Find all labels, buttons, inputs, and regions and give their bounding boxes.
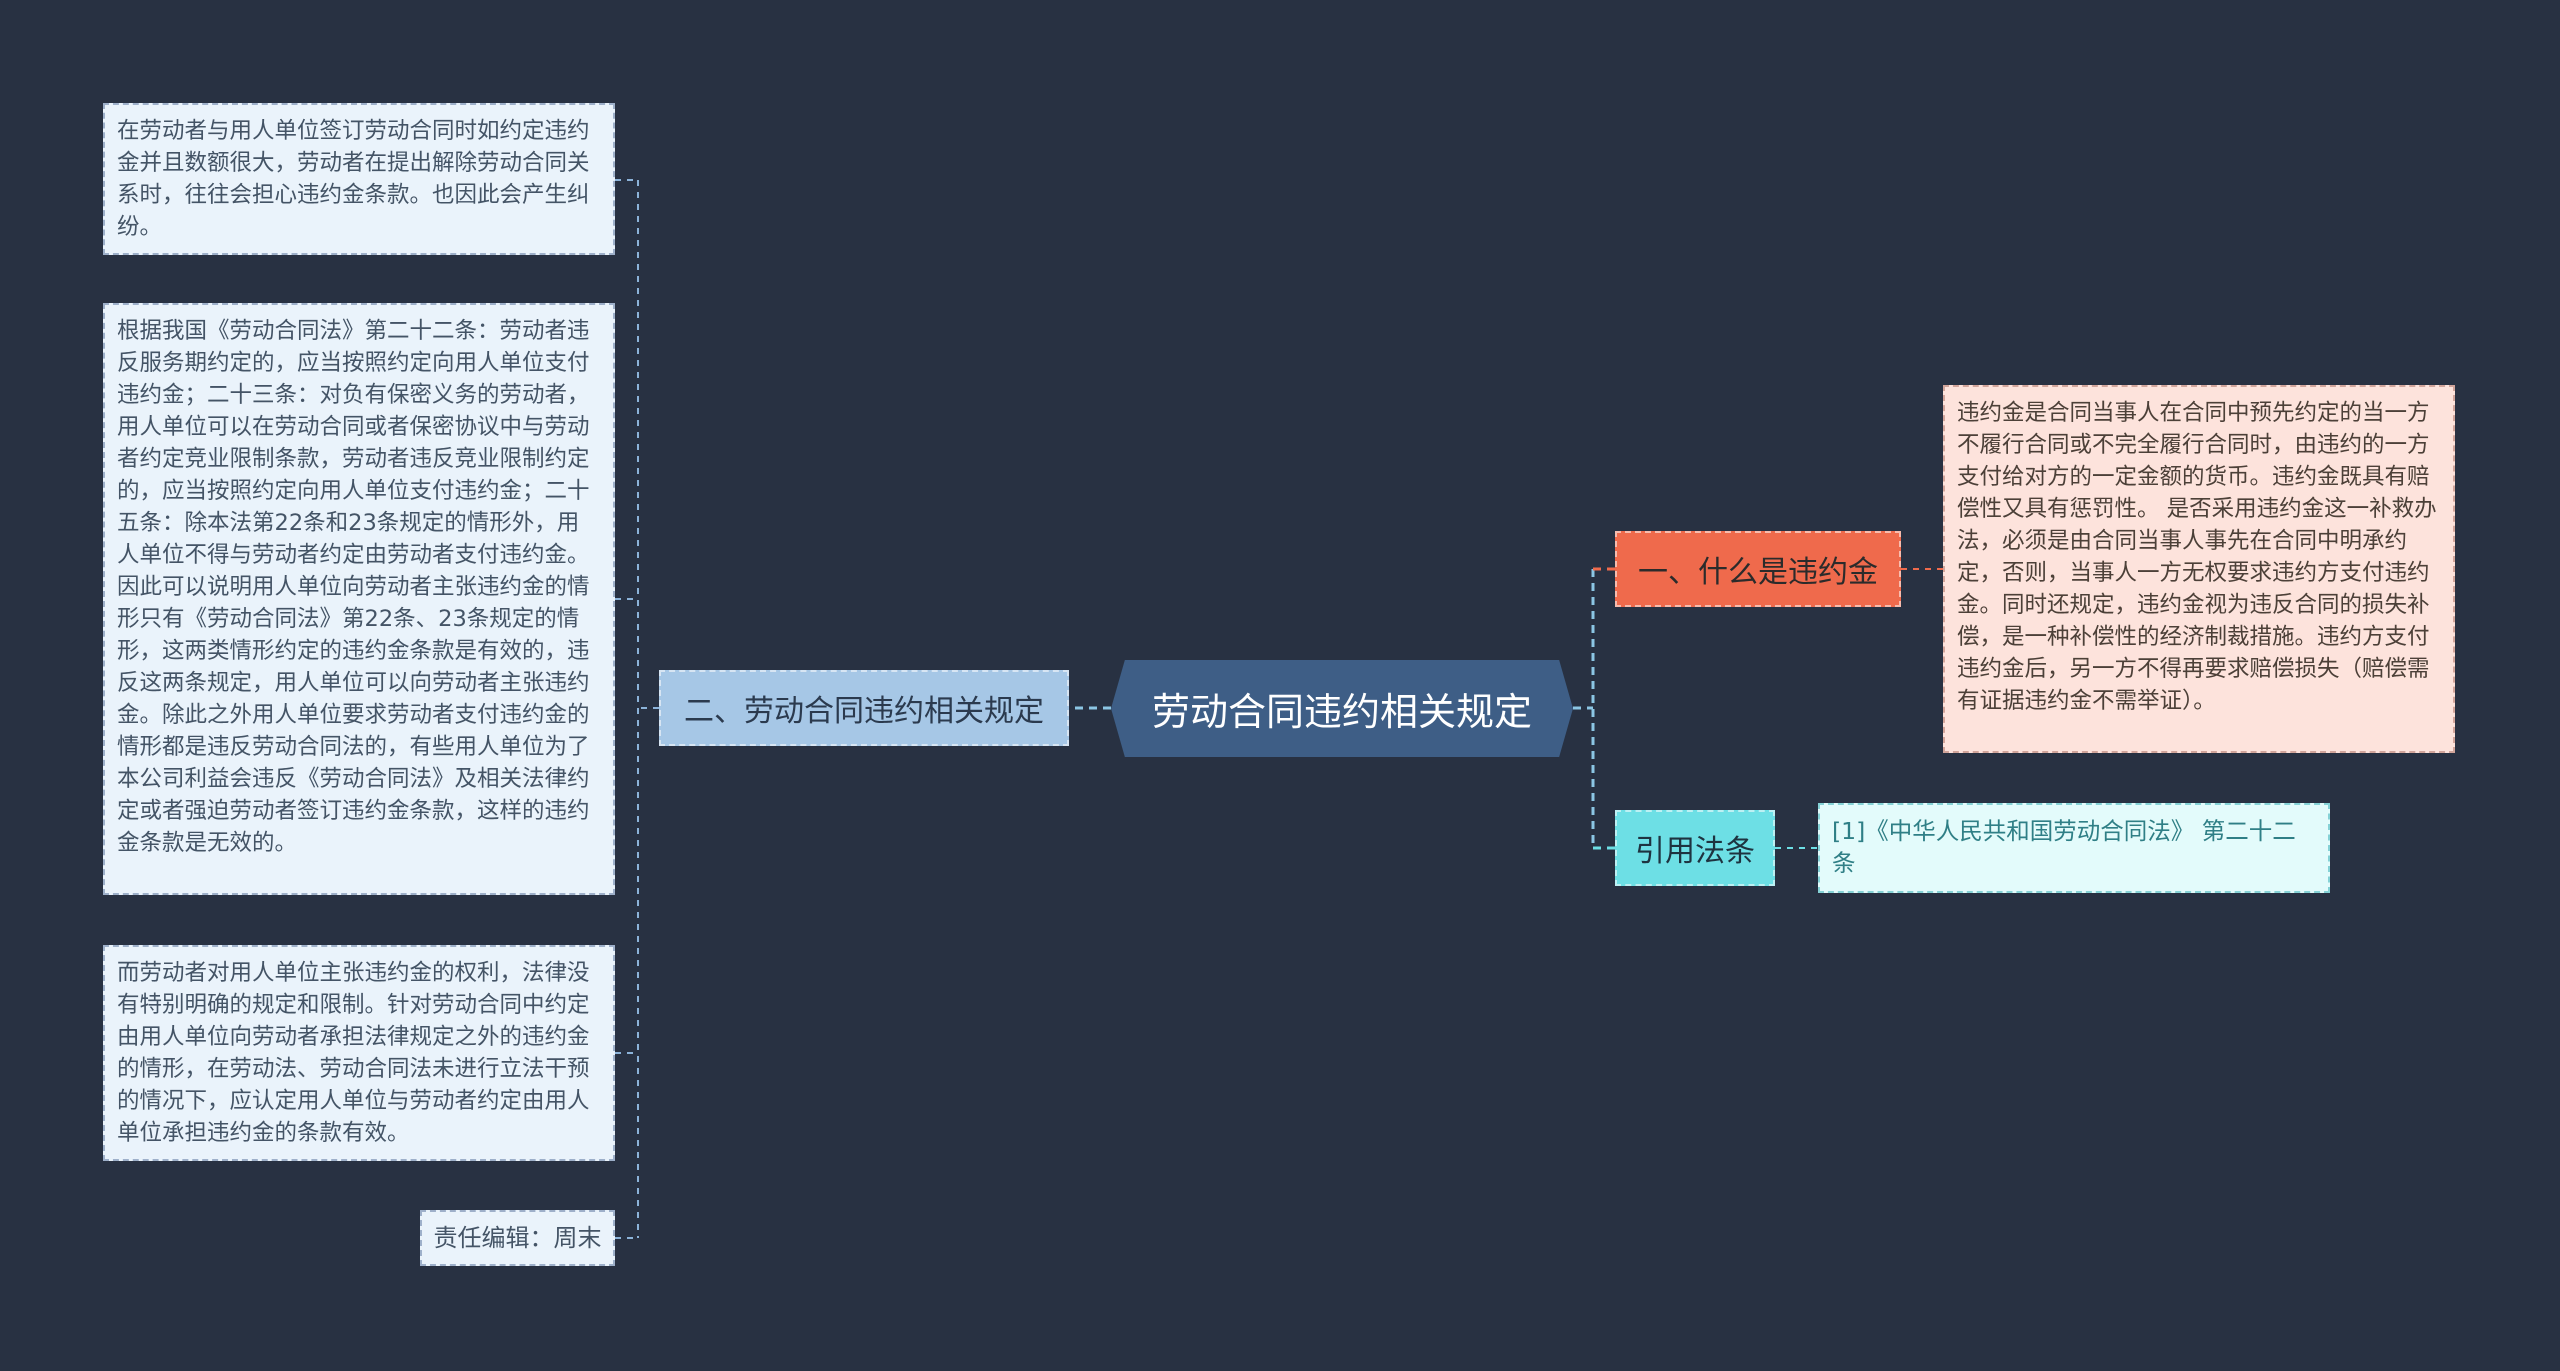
branch-node-regulations[interactable]: 二、劳动合同违约相关规定: [659, 670, 1069, 746]
connector-root-right: [1573, 569, 1595, 848]
branch-node-regulations-label: 二、劳动合同违约相关规定: [684, 694, 1044, 729]
branch-node-what-is-penalty[interactable]: 一、什么是违约金: [1615, 531, 1901, 607]
root-node[interactable]: 劳动合同违约相关规定: [1111, 660, 1573, 757]
leaf-node-penalty-definition[interactable]: 违约金是合同当事人在合同中预先约定的当一方不履行合同或不完全履行合同时，由违约的…: [1943, 385, 2455, 753]
leaf-node-editor[interactable]: 责任编辑：周末: [420, 1210, 615, 1266]
leaf-node-law-articles[interactable]: 根据我国《劳动合同法》第二十二条：劳动者违反服务期约定的，应当按照约定向用人单位…: [103, 303, 615, 895]
branch-node-what-is-penalty-label: 一、什么是违约金: [1638, 555, 1878, 590]
connector-left-bracket: [615, 179, 659, 1239]
branch-node-citations-label: 引用法条: [1635, 834, 1755, 869]
leaf-node-citation[interactable]: [1]《中华人民共和国劳动合同法》 第二十二条: [1818, 803, 2330, 893]
leaf-node-dispute-intro[interactable]: 在劳动者与用人单位签订劳动合同时如约定违约金并且数额很大，劳动者在提出解除劳动合…: [103, 103, 615, 255]
root-node-label: 劳动合同违约相关规定: [1151, 690, 1532, 734]
leaf-node-worker-rights[interactable]: 而劳动者对用人单位主张违约金的权利，法律没有特别明确的规定和限制。针对劳动合同中…: [103, 945, 615, 1161]
branch-node-citations[interactable]: 引用法条: [1615, 810, 1775, 886]
